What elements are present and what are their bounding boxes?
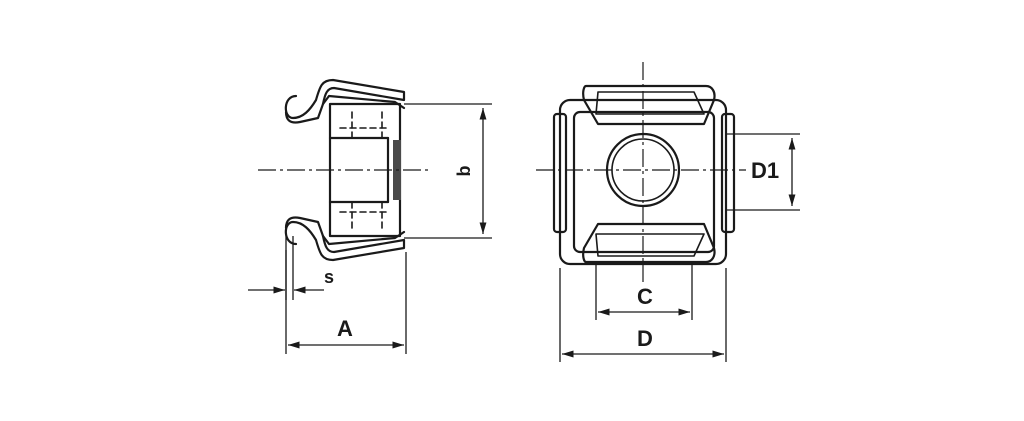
dimension-D bbox=[559, 268, 727, 362]
bottom-clip-outline bbox=[284, 216, 406, 262]
label-D1: D1 bbox=[751, 158, 779, 183]
dimension-C bbox=[595, 262, 693, 320]
label-s: s bbox=[324, 267, 334, 287]
top-clip-outline bbox=[284, 78, 406, 124]
top-clip-tab bbox=[582, 84, 716, 126]
hidden-thread-lines bbox=[339, 111, 389, 229]
top-clip-tab-inner bbox=[595, 91, 705, 115]
label-C: C bbox=[637, 284, 653, 309]
label-b: b bbox=[454, 166, 474, 177]
label-A: A bbox=[337, 316, 353, 341]
dimension-D1 bbox=[726, 133, 800, 211]
dimension-b bbox=[404, 103, 492, 239]
left-tab bbox=[552, 112, 568, 234]
cage-inner bbox=[572, 110, 716, 254]
bottom-clip-tab bbox=[582, 222, 716, 264]
right-tab bbox=[720, 112, 736, 234]
bottom-clip-tab-inner bbox=[595, 233, 705, 257]
front-view bbox=[552, 84, 736, 266]
dimension-A bbox=[285, 250, 407, 354]
label-D: D bbox=[637, 326, 653, 351]
front-centerlines bbox=[536, 62, 746, 282]
